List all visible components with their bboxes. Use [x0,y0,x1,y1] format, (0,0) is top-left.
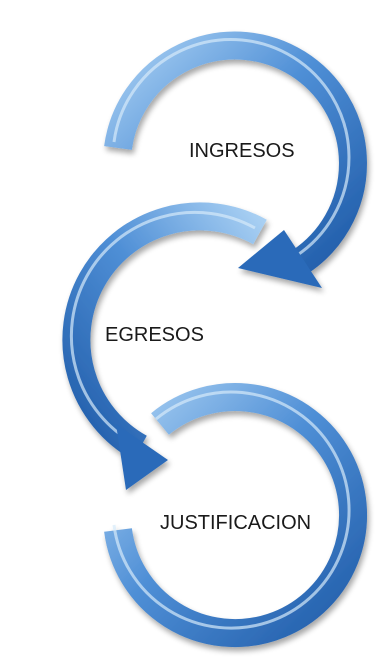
step-3-label: JUSTIFICACION [160,512,312,534]
step-1-label: INGRESOS [189,140,295,162]
step-3-arrow [104,383,367,648]
step-1-arrow [104,31,367,288]
step-2-arrow [62,202,267,490]
step-2-label: EGRESOS [105,324,204,346]
